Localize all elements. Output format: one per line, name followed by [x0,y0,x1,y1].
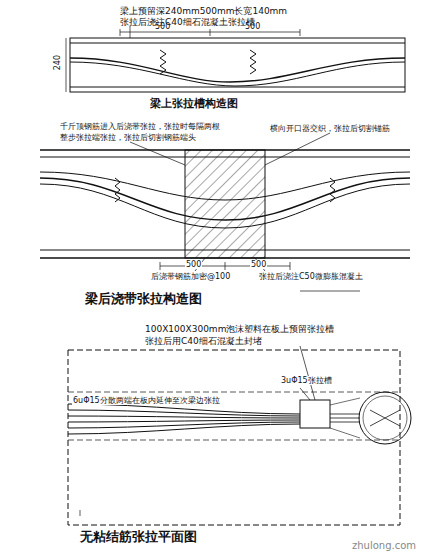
dimension: 240 [53,55,62,70]
dimension: 500 [250,260,267,269]
drawing-title: 梁后浇带张拉构造图 [85,292,202,307]
note-text: 张拉后浇注C50微膨胀混凝土 [258,272,364,281]
note-text: 100X100X300mm泡沫塑料在板上预留张拉槽 [145,324,334,334]
drawing-title: 梁上张拉槽构造图 [150,98,238,111]
dimension: 500 [155,22,170,31]
note-text: 梁上预留深240mm500mm长宽140mm [120,6,287,16]
note-text: 后浇带钢筋加密@100 [150,272,231,281]
note-text: 张拉后用C40细石混凝土封堵 [145,336,262,346]
dimension: 500 [185,260,202,269]
callout-label: 6uΦ15分散两端在板内延伸至次梁边张拉 [72,396,221,405]
note-text: 张拉后浇注C40细石混凝土张拉槽 [120,17,255,27]
drawing-title: 无粘结筋张拉平面图 [80,530,197,545]
callout-label: 3uΦ15张拉槽 [280,376,333,385]
watermark: zhulong.com [352,540,416,552]
note-text: 千斤顶钢筋进入后浇带张拉，张拉时每隔两根 [60,122,220,131]
note-text: 横向开口器交织，张拉后切割锚筋 [270,124,390,133]
note-text: 整步张拉端张拉，张拉后切割钢筋端头 [60,133,196,142]
dimension: 500 [245,22,260,31]
